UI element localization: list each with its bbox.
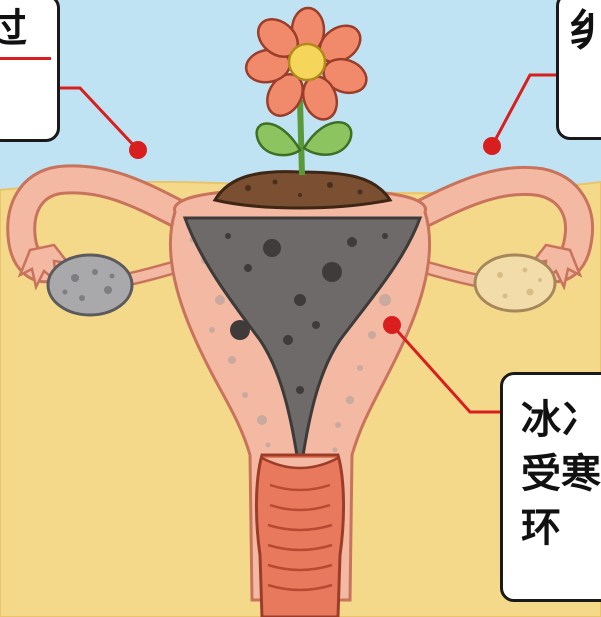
callout-right-bottom-line2: 受寒: [521, 447, 601, 501]
callout-right-bottom-line1: 冰冫: [521, 393, 601, 447]
flower-stem: [300, 100, 302, 175]
callout-right-bottom: 冰冫 受寒 环: [500, 372, 601, 602]
callout-right-top: 纟 丿: [556, 0, 601, 140]
left-ovary: [48, 255, 132, 315]
callout-right-bottom-line3: 环: [521, 501, 601, 555]
callout-left-text: 过: [0, 5, 27, 53]
right-ovary: [475, 255, 555, 311]
callout-right-top-line2: 丿: [569, 9, 601, 57]
callout-right-bottom-lines: 冰冫 受寒 环: [521, 393, 601, 555]
callout-left: 过: [0, 0, 60, 142]
flower-center: [289, 44, 325, 80]
cervix: [256, 455, 343, 617]
callout-left-underline: [0, 57, 51, 60]
